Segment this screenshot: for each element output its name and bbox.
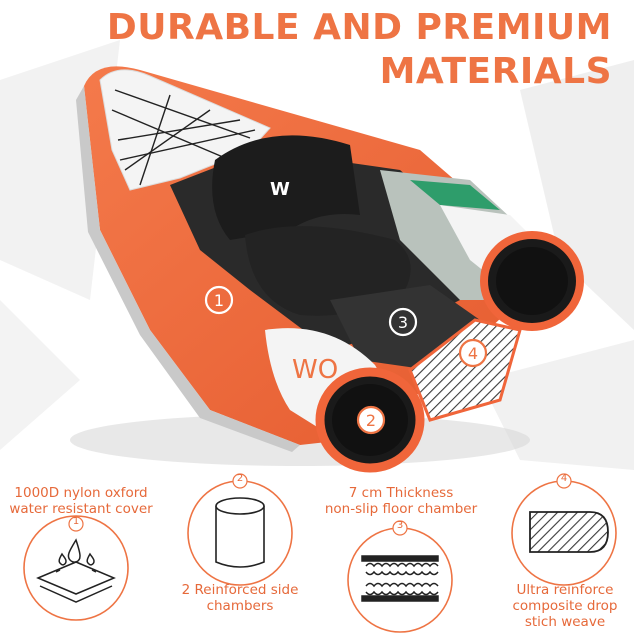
seat-logo: W — [270, 179, 290, 200]
drop-stitch-weave-icon — [529, 511, 609, 553]
feature-2-caption: 2 Reinforced side chambers — [181, 582, 299, 614]
feature-3-number: 3 — [396, 520, 404, 531]
headline-line-2: MATERIALS — [379, 51, 612, 92]
drop-stitch-cutaway — [408, 318, 522, 422]
bg-facet — [520, 60, 634, 330]
feature-4-number: 4 — [560, 473, 568, 484]
feature-3-badge — [347, 520, 453, 633]
marker-1: 1 — [204, 285, 234, 315]
feature-4-badge — [511, 473, 617, 586]
marker-4: 4 — [458, 338, 488, 368]
feature-1-number: 1 — [72, 516, 80, 527]
seat-cushion — [245, 226, 411, 316]
right-chamber-inner — [496, 247, 568, 315]
headline: DURABLE AND PREMIUM MATERIALS — [107, 6, 612, 94]
bg-facet — [0, 300, 80, 450]
headline-line-1: DURABLE AND PREMIUM — [106, 7, 612, 48]
water-resistant-fabric-icon — [36, 538, 116, 603]
svg-text:4: 4 — [468, 344, 478, 363]
marker-3: 3 — [388, 307, 418, 337]
feature-4-caption: Ultra reinforce composite drop stich wea… — [512, 582, 618, 630]
cylinder-chamber-icon — [215, 497, 265, 568]
feature-2-number: 2 — [236, 473, 244, 484]
feature-1-badge — [23, 515, 129, 621]
svg-text:3: 3 — [398, 313, 408, 332]
floor-chamber-icon — [361, 555, 439, 602]
bungee-cords — [111, 89, 256, 186]
green-stripe — [410, 180, 500, 210]
feature-1-caption: 1000D nylon oxford water resistant cover — [9, 485, 153, 517]
svg-text:2: 2 — [366, 411, 376, 430]
feature-2-badge — [187, 473, 293, 586]
svg-text:1: 1 — [214, 291, 224, 310]
seat-back — [212, 135, 360, 240]
marker-2: 2 — [356, 405, 386, 435]
side-logo-text: WO — [292, 355, 338, 385]
feature-3-caption: 7 cm Thickness non-slip floor chamber — [324, 485, 478, 517]
